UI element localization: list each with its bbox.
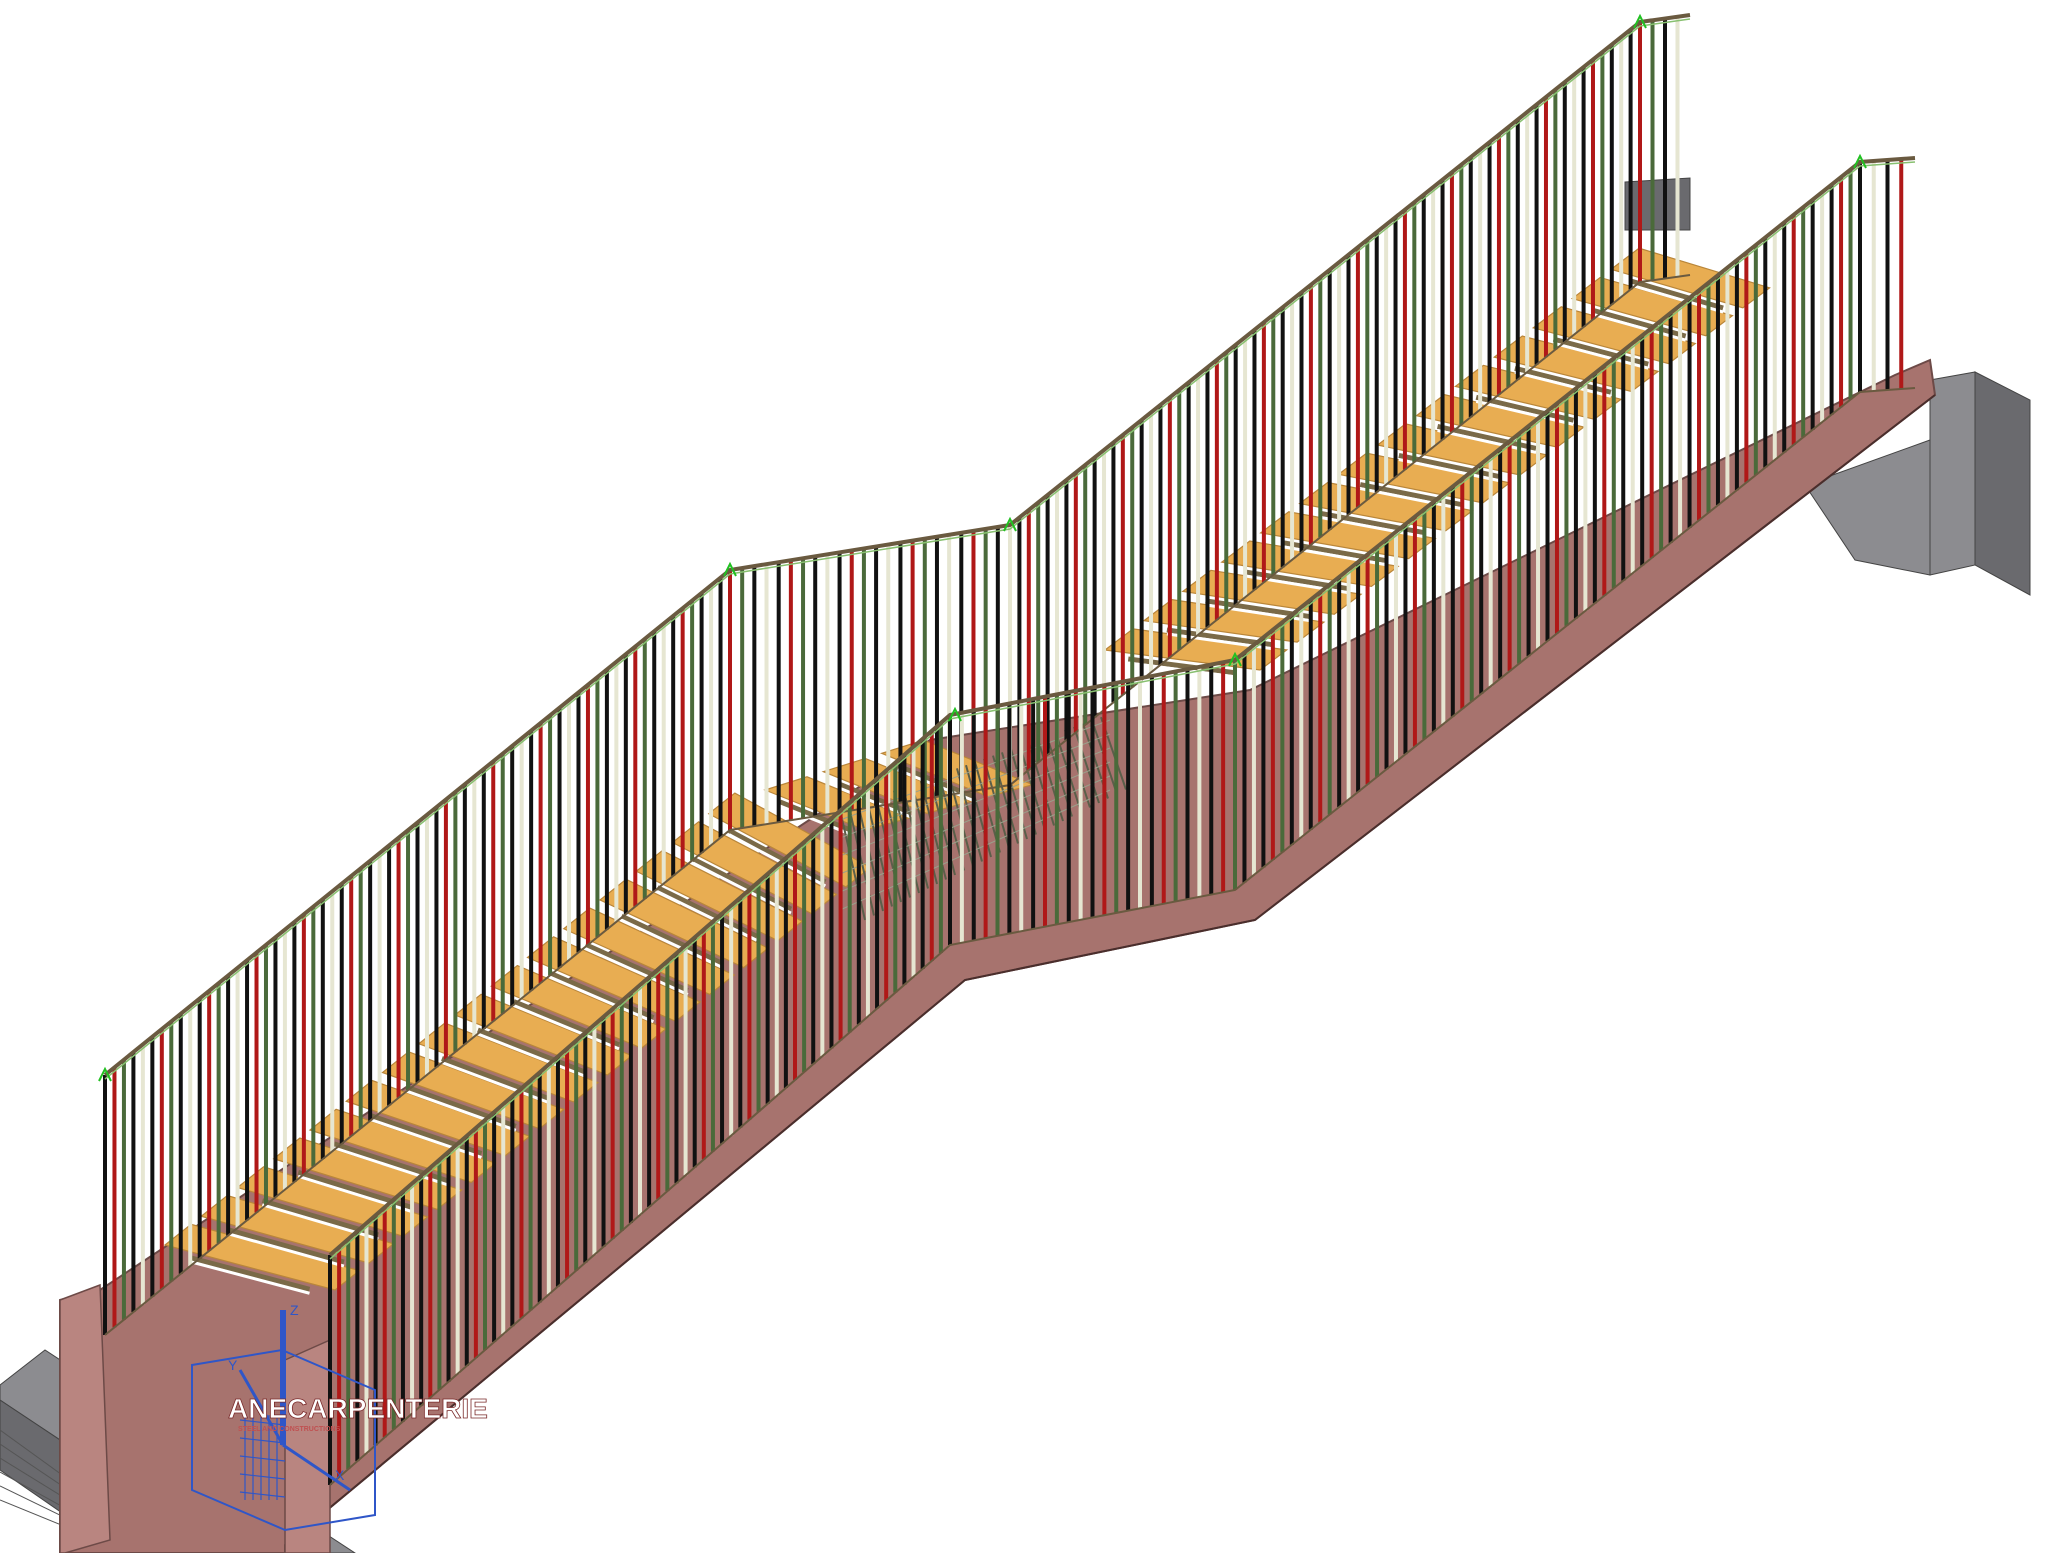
watermark-logo: ANECARPENTERIE STEEL AND CONSTRUCTIONS — [228, 1393, 489, 1433]
right-railing-handrail-highlight — [329, 161, 1916, 1260]
grip-marker — [1853, 153, 1867, 169]
grip-marker — [1003, 516, 1017, 532]
watermark-line2: STEEL AND CONSTRUCTIONS — [238, 1426, 341, 1433]
grip-marker — [1228, 651, 1242, 667]
stair-treads — [163, 247, 1771, 1295]
tread-gap — [190, 1260, 310, 1295]
tread-nosing — [548, 970, 655, 1020]
support-beam — [1804, 439, 1931, 576]
support-block-side — [1974, 371, 2031, 596]
left-railing — [103, 13, 1691, 1336]
left-railing-handrail — [103, 13, 1691, 1077]
grip-marker — [1633, 13, 1647, 29]
tread-gap — [333, 1146, 448, 1187]
ucs-axis-label: X — [335, 1467, 345, 1483]
tread-nosing — [1127, 656, 1238, 676]
right-railing-handrail — [328, 156, 1916, 1257]
tread-gap — [549, 975, 654, 1024]
support-block-back — [1624, 177, 1691, 231]
tread-nosing — [369, 1113, 483, 1156]
stringer-end-plate — [59, 1283, 111, 1553]
tread-nosing — [189, 1255, 311, 1292]
tread-nosing — [225, 1226, 345, 1265]
grip-markers — [98, 13, 1867, 1082]
ucs-axis-label: Y — [228, 1357, 238, 1373]
tread-flight-3 — [1220, 540, 1400, 588]
tread-gap — [585, 947, 689, 996]
grip-marker — [723, 561, 737, 577]
tread-nosing — [512, 999, 620, 1048]
tread-gap — [728, 833, 827, 888]
stringer-bottom-edge — [284, 394, 1936, 1546]
grip-marker — [98, 1066, 112, 1082]
ucs-y-axis — [238, 1369, 285, 1446]
right-railing — [328, 156, 1916, 1486]
tread-flight-1 — [272, 1137, 463, 1211]
tread-gap — [513, 1004, 620, 1051]
ucs-axis-label: Z — [290, 1302, 299, 1318]
ucs-x-axis — [282, 1443, 351, 1492]
left-railing-handrail-highlight — [104, 18, 1691, 1080]
ucs-icon[interactable]: X Y Z — [191, 1302, 376, 1532]
tread-nosing — [584, 942, 689, 993]
grip-marker — [948, 706, 962, 722]
tread-gap — [405, 1089, 517, 1132]
tread-gap — [1205, 603, 1312, 623]
tread-nosing — [692, 856, 793, 912]
stringer-end-plate — [284, 1338, 331, 1553]
watermark-line1: ANECARPENTERIE — [228, 1393, 488, 1424]
tread-nosing — [728, 828, 827, 885]
ucs-grid — [239, 1491, 286, 1498]
tread-nosing — [333, 1141, 448, 1184]
tread-gap — [369, 1117, 482, 1159]
tread-nosing — [405, 1084, 517, 1129]
grating-bar — [839, 809, 866, 921]
tread-gap — [692, 861, 792, 915]
support-block-front — [1929, 371, 1976, 576]
right-railing-bottom-rail — [329, 387, 1916, 1486]
tread-gap — [226, 1231, 345, 1268]
grating-bar — [1073, 726, 1100, 804]
